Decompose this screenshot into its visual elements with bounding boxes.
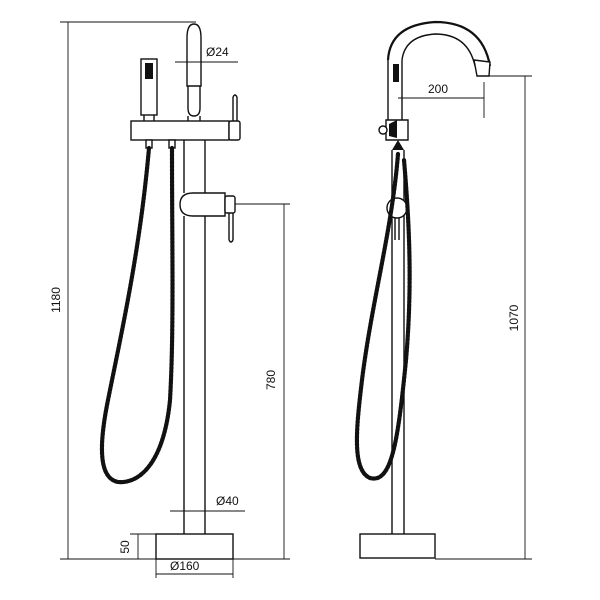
base-diameter-label: Ø160	[170, 559, 200, 573]
valve-height-label: 780	[264, 370, 278, 390]
lower-valve-body	[179, 192, 236, 243]
valve-height-dimension: 780	[232, 203, 290, 560]
gooseneck-spout	[386, 20, 492, 77]
main-column	[183, 140, 206, 534]
spout-reach-label: 200	[428, 82, 448, 96]
upper-valve-body	[130, 94, 241, 141]
side-view: 200	[354, 20, 532, 560]
base-height-dimension: 50	[118, 533, 156, 559]
floor-base	[155, 533, 234, 560]
hand-shower-head	[140, 58, 158, 121]
side-shower-hose	[354, 151, 412, 481]
pipe-diameter-dimension: Ø24	[175, 45, 238, 63]
side-floor-base	[359, 533, 436, 559]
column-diameter-label: Ø40	[216, 494, 239, 508]
spout-height-dimension: 1070	[435, 76, 532, 560]
total-height-label: 1180	[49, 287, 63, 313]
upper-column-body	[387, 60, 403, 120]
base-height-label: 50	[118, 540, 132, 554]
spout-height-label: 1070	[507, 304, 521, 331]
shower-holder	[378, 119, 409, 150]
spout-reach-dimension: 200	[398, 82, 485, 118]
front-view: 1180 Ø24	[49, 21, 290, 578]
total-height-dimension: 1180	[49, 21, 196, 560]
shower-hose	[99, 145, 175, 485]
column-diameter-dimension: Ø40	[170, 494, 245, 517]
base-diameter-dimension: Ø160	[155, 559, 234, 578]
upper-pipe	[186, 23, 202, 121]
pipe-diameter-label: Ø24	[206, 45, 229, 59]
